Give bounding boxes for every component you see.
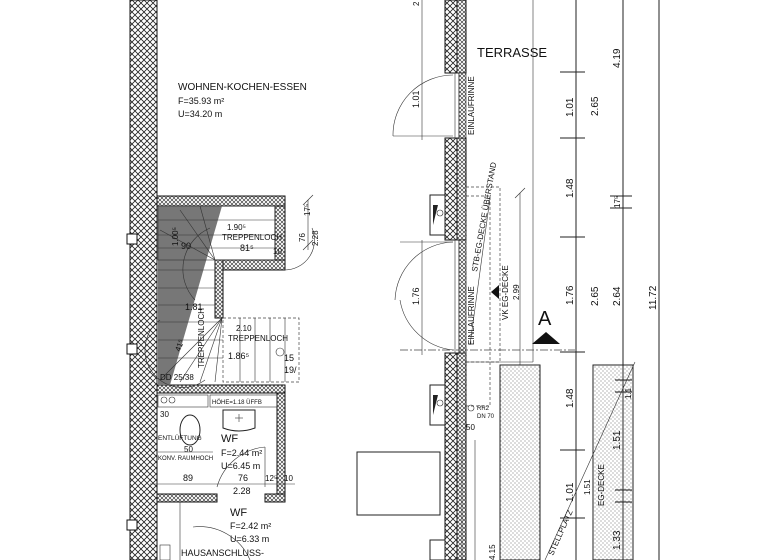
stair-dim: 81⁵ (240, 243, 254, 253)
shaft-label: KONV. RAUMHOCH (158, 456, 213, 462)
gutter-label: EINLAUFRINNE (467, 76, 476, 135)
stair-steps: 15 (284, 353, 294, 363)
dim-1-48: 1.48 (565, 178, 576, 198)
rain-pipe: RR2 DN 70 50 (466, 404, 495, 432)
ceiling-overhang: STB-EG-DECKE ÜBERSTAND VK EG-DECKE 2.99 (465, 0, 534, 407)
stair-dim: 10 (273, 247, 282, 256)
ceiling-edge-label: VK EG-DECKE (501, 265, 510, 320)
wc-dim: 10 (284, 474, 293, 483)
dim-1-33: 1.33 (612, 530, 623, 550)
dim-label: 2 (412, 1, 421, 6)
overhang-label: STB-EG-DECKE ÜBERSTAND (470, 161, 498, 272)
room-area: F=2.44 m² (221, 448, 262, 458)
stair-spec: DD 25/38 (160, 373, 194, 382)
stair-rise: 19/ (284, 365, 297, 375)
door-width: 1.76 (411, 287, 421, 305)
stair-dim: 1.90⁵ (227, 223, 246, 232)
wc-dim: 30 (160, 410, 169, 419)
window-sill-label: HÖHE=1.18 ÜFFB (212, 399, 262, 406)
eg-ceiling-label: EG-DECKE (597, 464, 606, 506)
dim-2-65: 2.65 (590, 286, 601, 306)
parking-label: STELLPLATZ (547, 509, 575, 557)
stair-opening-label: TREPPENLOCH (228, 334, 288, 343)
wc-dim: 89 (183, 473, 193, 483)
dimension-chain-3 (610, 0, 632, 560)
stair-dim: 1.00⁵ (171, 227, 180, 246)
dim-1-48: 1.48 (565, 388, 576, 408)
wc-dim: 2.28 (233, 486, 251, 496)
wc-dim: 76 (238, 473, 248, 483)
stair-dim: 1.86⁵ (228, 351, 250, 361)
door-width: 1.01 (411, 90, 421, 108)
stair-dim: 1.81 (185, 302, 203, 312)
ceiling-height: 2.99 (512, 284, 521, 300)
pipe-dn-label: DN 70 (477, 414, 495, 420)
dim-total: 11.72 (648, 285, 659, 310)
stair-dim: 2.28 (311, 230, 320, 246)
room-name: WF (230, 507, 247, 519)
room-name: HAUSANSCHLUSS- (181, 548, 264, 558)
dim-1-01: 1.01 (565, 482, 576, 502)
dim-1-1: 1.1 (624, 387, 633, 399)
interior-walls (156, 195, 286, 503)
dim-4-19: 4.19 (612, 48, 623, 68)
pipe-label: RR2 (477, 406, 490, 412)
stair-opening-label: TREPPENLOCH (222, 233, 282, 242)
dim-2-65: 2.65 (590, 96, 601, 116)
dim-label: 4.15 (488, 544, 497, 560)
room-label-living: WOHNEN-KOCHEN-ESSEN F=35.93 m² U=34.20 m (178, 82, 307, 119)
door-top: 1.01 EINLAUFRINNE 2 (392, 0, 476, 140)
box-outline (356, 451, 441, 516)
terrace-label: TERRASSE (477, 45, 547, 60)
room-area: F=2.42 m² (230, 521, 271, 531)
wc-room-2: WF F=2.42 m² U=6.33 m HAUSANSCHLUSS- (159, 502, 271, 560)
dim-17: 17⁵ (613, 196, 622, 208)
door-mid: 1.76 EINLAUFRINNE (394, 239, 476, 355)
toilet-icon (179, 414, 201, 446)
dim-1-01: 1.01 (565, 97, 576, 117)
dim-2-64: 2.64 (612, 286, 623, 306)
wc-dim: 12⁵ (265, 474, 277, 483)
stair-dim: 2.10 (236, 324, 252, 333)
vent-label: ENTLÜFTUNG (158, 434, 202, 442)
section-marker-a: A (532, 308, 560, 344)
left-exterior-wall (126, 0, 158, 560)
room-perimeter: U=6.33 m (230, 534, 269, 544)
room-perimeter: U=34.20 m (178, 109, 222, 119)
wc-dim: 50 (184, 445, 193, 454)
stair-dim: 76 (298, 233, 307, 242)
dimension-chain-1 (560, 0, 585, 560)
stair-dim: 17⁵ (303, 204, 312, 216)
dim-1-51: 1.51 (612, 430, 623, 450)
section-marker-label: A (538, 308, 552, 330)
room-name: WOHNEN-KOCHEN-ESSEN (178, 82, 307, 93)
right-facade-wall (429, 0, 467, 560)
dim-1-51: 1.51 (583, 479, 592, 495)
stair-dim: 41⁵ (173, 338, 186, 353)
parking-strip-right (592, 364, 634, 560)
parking-strip-left (499, 364, 541, 560)
dim-1-76: 1.76 (565, 285, 576, 305)
stair-dim: 90 (181, 241, 191, 251)
gutter-label: EINLAUFRINNE (467, 286, 476, 345)
staircase: 1.90⁵ TREPPENLOCH 81⁵ 90 1.00⁵ 1.81 2.10… (144, 194, 320, 388)
door-swing (216, 446, 266, 488)
pipe-dim: 50 (466, 423, 475, 432)
stair-opening-label: TREPPENLOCH (197, 308, 206, 368)
sink-icon (222, 409, 256, 432)
wc-room-1: HÖHE=1.18 ÜFFB 30 50 ENTLÜFTUNG KONV. RA… (150, 394, 295, 496)
room-area: F=35.93 m² (178, 96, 224, 106)
room-name: WF (221, 433, 238, 445)
room-perimeter: U=6.45 m (221, 461, 260, 471)
